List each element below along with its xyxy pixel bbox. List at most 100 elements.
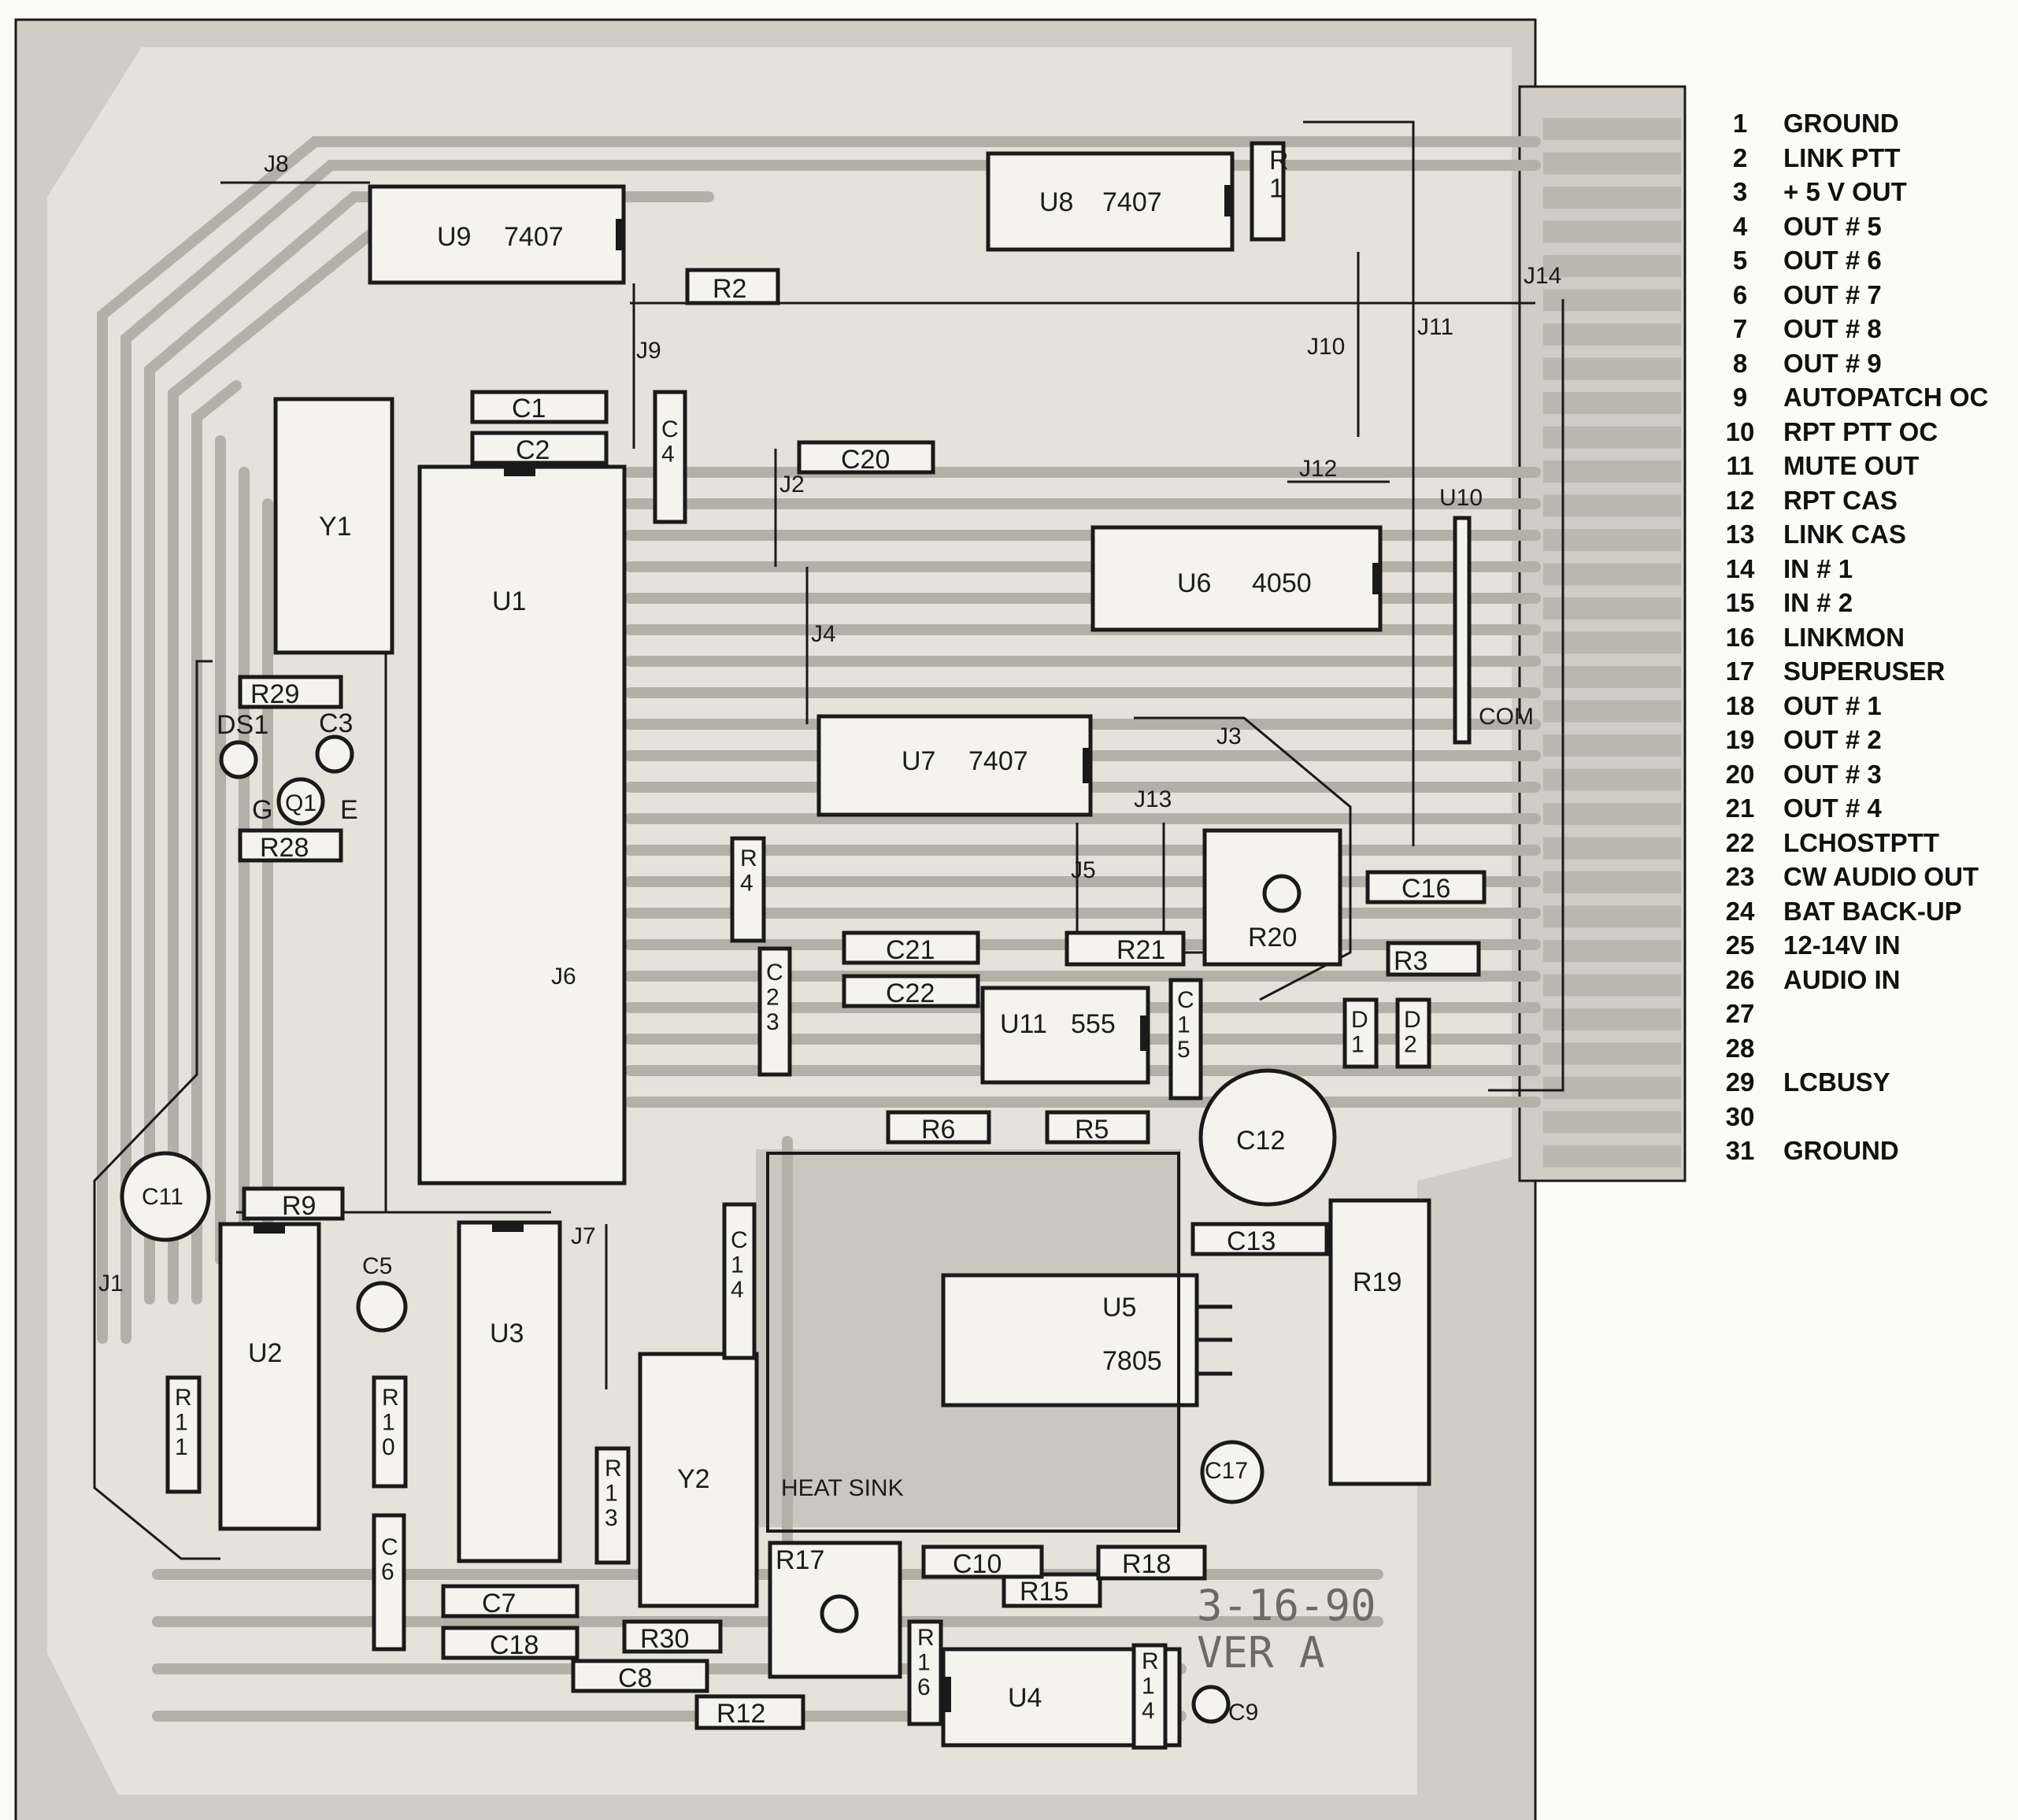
- svg-text:C16: C16: [1401, 874, 1450, 904]
- svg-text:R9: R9: [282, 1191, 316, 1221]
- svg-text:U2: U2: [248, 1338, 282, 1368]
- pin-number: 4: [1732, 211, 1748, 241]
- pin-name: RPT PTT OC: [1783, 416, 1938, 446]
- edge-finger: [1543, 1145, 1681, 1167]
- edge-finger: [1543, 461, 1681, 483]
- pin-number: 28: [1725, 1033, 1755, 1063]
- c15: [1168, 978, 1203, 1101]
- pin-name: GROUND: [1783, 109, 1899, 138]
- c10: [921, 1544, 1044, 1579]
- pin-number: 31: [1725, 1136, 1755, 1165]
- svg-text:R21: R21: [1116, 935, 1165, 965]
- edge-finger: [1543, 357, 1681, 380]
- pin-row: 27: [0, 999, 1755, 1034]
- svg-text:J10: J10: [1307, 334, 1345, 360]
- pin-name: OUT # 3: [1783, 759, 1882, 789]
- pin-name: LINKMON: [1783, 622, 1905, 652]
- svg-text:R6: R6: [921, 1115, 955, 1145]
- r13: [594, 1446, 631, 1565]
- svg-text:U11: U11: [1000, 1009, 1047, 1039]
- svg-text:C5: C5: [362, 1253, 392, 1279]
- pin-number: 20: [1725, 759, 1755, 789]
- svg-text:R12: R12: [716, 1699, 765, 1729]
- svg-text:R5: R5: [1075, 1115, 1109, 1145]
- edge-finger: [1543, 734, 1681, 756]
- c3: [315, 734, 354, 774]
- round-components: [120, 734, 1337, 1724]
- svg-text:U5: U5: [1102, 1293, 1136, 1322]
- svg-text:U8: U8: [1039, 187, 1073, 217]
- edge-finger: [1543, 324, 1681, 346]
- c9: [1191, 1685, 1231, 1724]
- edge-finger: [1543, 768, 1681, 791]
- r16: [907, 1619, 943, 1726]
- ic-u5: U5 7805: [941, 1273, 1232, 1408]
- pin-name: BAT BACK-UP: [1783, 896, 1962, 926]
- svg-text:J14: J14: [1524, 263, 1561, 289]
- crystal-y1: Y1: [273, 397, 394, 655]
- pin-name: OUT # 9: [1783, 348, 1882, 378]
- ic-u9: U9 7407: [368, 184, 626, 285]
- svg-text:Y1: Y1: [319, 512, 352, 542]
- resistors: [165, 141, 1481, 1750]
- pin-name: OUT # 4: [1783, 793, 1882, 823]
- r15: [1002, 1572, 1102, 1608]
- pin-name: AUTOPATCH OC: [1783, 383, 1989, 412]
- c2: [470, 431, 609, 465]
- edge-finger: [1543, 1008, 1681, 1030]
- c12: [1198, 1068, 1337, 1207]
- pin-number: 12: [1725, 485, 1755, 515]
- r14: [1131, 1643, 1168, 1750]
- svg-text:R3: R3: [1394, 946, 1427, 976]
- pin-number: 3: [1732, 177, 1748, 206]
- r9: [242, 1186, 345, 1221]
- svg-text:C9: C9: [1228, 1700, 1258, 1726]
- pin-number: 17: [1725, 657, 1755, 686]
- svg-text:J2: J2: [779, 472, 805, 498]
- svg-text:D2: D2: [1404, 1007, 1421, 1058]
- edge-finger: [1543, 1111, 1681, 1134]
- r18: [1096, 1544, 1207, 1581]
- ic-u7: U7 7407: [816, 714, 1093, 817]
- svg-text:C7: C7: [482, 1589, 516, 1618]
- svg-text:7805: 7805: [1102, 1346, 1162, 1376]
- edge-finger: [1543, 220, 1681, 243]
- c22: [842, 974, 980, 1008]
- u9-ref: U9: [437, 222, 471, 252]
- svg-text:C14: C14: [731, 1227, 748, 1303]
- svg-text:J5: J5: [1071, 857, 1096, 883]
- pin-number: 19: [1725, 725, 1755, 754]
- svg-text:DS1: DS1: [217, 710, 268, 740]
- edge-finger: [1543, 597, 1681, 620]
- c18: [441, 1626, 579, 1660]
- svg-text:J4: J4: [811, 621, 836, 647]
- c5: [356, 1281, 408, 1333]
- edge-finger: [1543, 940, 1681, 962]
- c20: [797, 440, 935, 475]
- svg-text:C6: C6: [381, 1534, 398, 1585]
- pin-name: + 5 V OUT: [1783, 177, 1907, 206]
- svg-text:R19: R19: [1353, 1267, 1401, 1297]
- svg-text:R20: R20: [1248, 923, 1297, 953]
- c21: [842, 930, 980, 965]
- r10: [372, 1375, 408, 1489]
- pin-number: 27: [1725, 999, 1755, 1028]
- pin-name: SUPERUSER: [1783, 657, 1946, 686]
- r1: [1250, 141, 1286, 242]
- c23: [757, 946, 792, 1077]
- svg-text:C22: C22: [886, 978, 935, 1008]
- svg-text:J6: J6: [551, 964, 576, 990]
- c1: [470, 390, 609, 424]
- svg-text:C4: C4: [661, 416, 679, 468]
- pin-number: 18: [1725, 690, 1755, 720]
- q1: [276, 777, 325, 826]
- svg-text:R16: R16: [917, 1625, 935, 1700]
- pin-number: 22: [1725, 827, 1755, 857]
